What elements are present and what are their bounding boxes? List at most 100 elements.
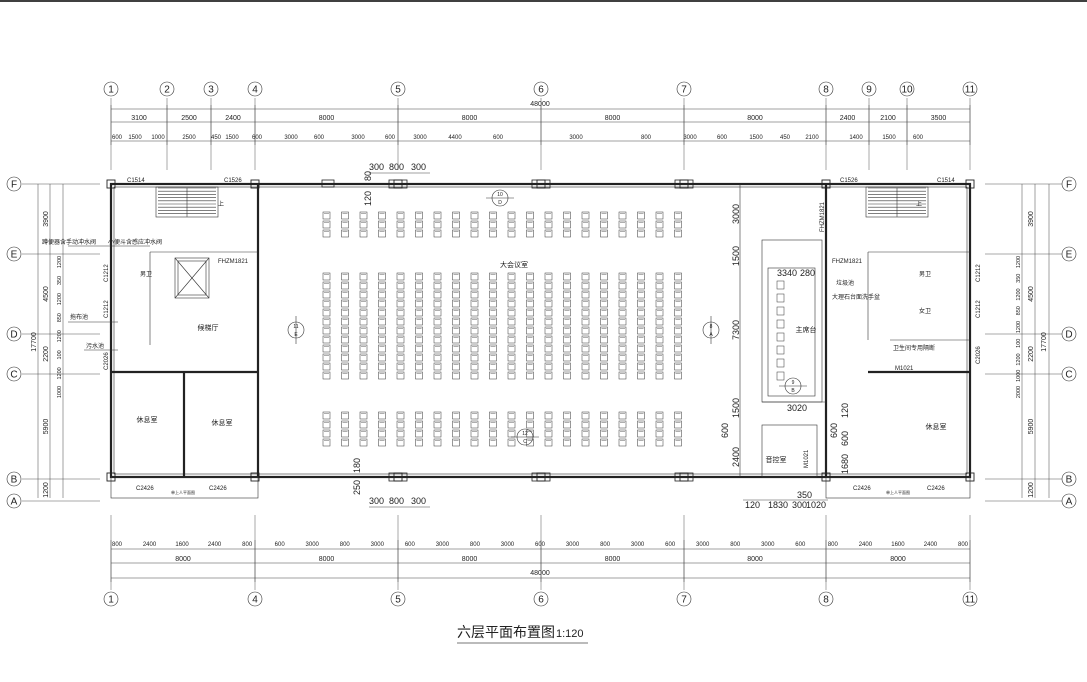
seat bbox=[544, 308, 553, 317]
seat bbox=[507, 411, 516, 420]
seat bbox=[452, 371, 460, 380]
bottom-detail-dim: 3000 bbox=[436, 542, 450, 548]
svg-text:B: B bbox=[791, 388, 795, 394]
top-total-dim: 48000 bbox=[530, 101, 550, 108]
left-detail-dim: 350 bbox=[57, 276, 63, 285]
seat bbox=[341, 290, 349, 299]
axis-bubble-bottom-4: 4 bbox=[247, 591, 263, 607]
svg-text:C: C bbox=[10, 370, 17, 381]
seat bbox=[415, 299, 423, 308]
seat bbox=[433, 411, 442, 420]
dim-ctrl-b: 1830 bbox=[768, 500, 788, 510]
seat bbox=[507, 281, 516, 290]
seat bbox=[507, 344, 516, 353]
dim-vsmall-a: 120 bbox=[363, 191, 373, 206]
seat bbox=[341, 362, 349, 371]
seat bbox=[674, 290, 682, 299]
rostrum-chair bbox=[776, 293, 785, 303]
bottom-detail-dim: 2400 bbox=[859, 542, 873, 548]
seat bbox=[637, 281, 645, 290]
seat bbox=[322, 308, 331, 317]
seat bbox=[452, 411, 460, 420]
seat bbox=[489, 344, 497, 353]
seat bbox=[581, 220, 590, 229]
axis-lines bbox=[22, 98, 1062, 590]
svg-text:11: 11 bbox=[293, 324, 298, 330]
seat bbox=[618, 420, 627, 429]
left-segment-dim: 4500 bbox=[43, 286, 50, 302]
axis-bubble-right-B: B bbox=[1061, 471, 1077, 487]
seat bbox=[618, 290, 627, 299]
seat bbox=[322, 353, 331, 362]
top-detail-dim: 600 bbox=[493, 135, 504, 141]
tag-c1514-right: C1514 bbox=[937, 178, 955, 184]
top-detail-dim: 1500 bbox=[882, 135, 896, 141]
seat bbox=[415, 281, 423, 290]
seat bbox=[378, 299, 386, 308]
seat bbox=[341, 335, 349, 344]
seat bbox=[452, 308, 460, 317]
seat bbox=[655, 281, 664, 290]
seat bbox=[600, 438, 608, 447]
seat bbox=[618, 272, 627, 281]
seat bbox=[415, 353, 423, 362]
left-detail-dim: 850 bbox=[57, 313, 63, 322]
seat bbox=[341, 220, 349, 229]
seat bbox=[526, 290, 534, 299]
axis-bubble-top-3: 3 bbox=[203, 81, 219, 97]
seat bbox=[581, 411, 590, 420]
seat bbox=[359, 290, 368, 299]
seat bbox=[526, 281, 534, 290]
seat bbox=[637, 272, 645, 281]
svg-text:E: E bbox=[11, 250, 18, 261]
seat bbox=[452, 438, 460, 447]
seat bbox=[544, 290, 553, 299]
tag-c1514-left: C1514 bbox=[127, 178, 145, 184]
left-detail-dim: 100 bbox=[57, 350, 63, 359]
tag-c2426-2: C2426 bbox=[209, 486, 227, 492]
seat bbox=[655, 420, 664, 429]
seat bbox=[322, 299, 331, 308]
seat bbox=[655, 344, 664, 353]
seat bbox=[563, 420, 571, 429]
seat bbox=[415, 317, 423, 326]
seat bbox=[396, 272, 405, 281]
top-detail-dim: 600 bbox=[252, 135, 263, 141]
svg-text:10: 10 bbox=[901, 85, 913, 96]
top-detail-dim: 1500 bbox=[225, 135, 239, 141]
axis-bubble-right-D: D bbox=[1061, 326, 1077, 342]
label-bench-left: 单上人平面图 bbox=[171, 489, 195, 495]
seat bbox=[637, 371, 645, 380]
seat bbox=[359, 299, 368, 308]
seat bbox=[655, 272, 664, 281]
misc-dimensions: 300 800 300 300 800 300 3340 280 3020 15… bbox=[352, 162, 850, 510]
svg-text:A: A bbox=[709, 332, 713, 338]
dim-ctrl-c: 300 bbox=[792, 500, 807, 510]
seat bbox=[470, 299, 479, 308]
note-mop: 污水池 bbox=[86, 342, 104, 350]
right-detail-dim: 1200 bbox=[1016, 256, 1022, 268]
seat bbox=[396, 220, 405, 229]
left-segment-dim: 1200 bbox=[43, 482, 50, 498]
bottom-detail-dim: 600 bbox=[795, 542, 806, 548]
seat bbox=[415, 211, 423, 220]
seat bbox=[396, 362, 405, 371]
seat bbox=[618, 335, 627, 344]
seat bbox=[322, 344, 331, 353]
right-detail-dim: 2000 bbox=[1016, 386, 1022, 398]
svg-text:5: 5 bbox=[395, 595, 401, 606]
door-window-tags: C1514 C1526 C1526 C1514 C1212 C1212 C202… bbox=[104, 178, 982, 492]
axis-bubble-right-A: A bbox=[1061, 493, 1077, 509]
seat bbox=[341, 317, 349, 326]
seat bbox=[637, 411, 645, 420]
seat bbox=[396, 429, 405, 438]
right-segment-dim: 1200 bbox=[1028, 482, 1035, 498]
top-detail-dim: 600 bbox=[112, 135, 123, 141]
axis-bubble-bottom-7: 7 bbox=[676, 591, 692, 607]
seat bbox=[452, 272, 460, 281]
seat bbox=[581, 335, 590, 344]
seat bbox=[526, 326, 534, 335]
dim-rostrum-b: 280 bbox=[800, 268, 815, 278]
note-urinal2: 小便斗含感应冲水阀 bbox=[108, 238, 162, 246]
